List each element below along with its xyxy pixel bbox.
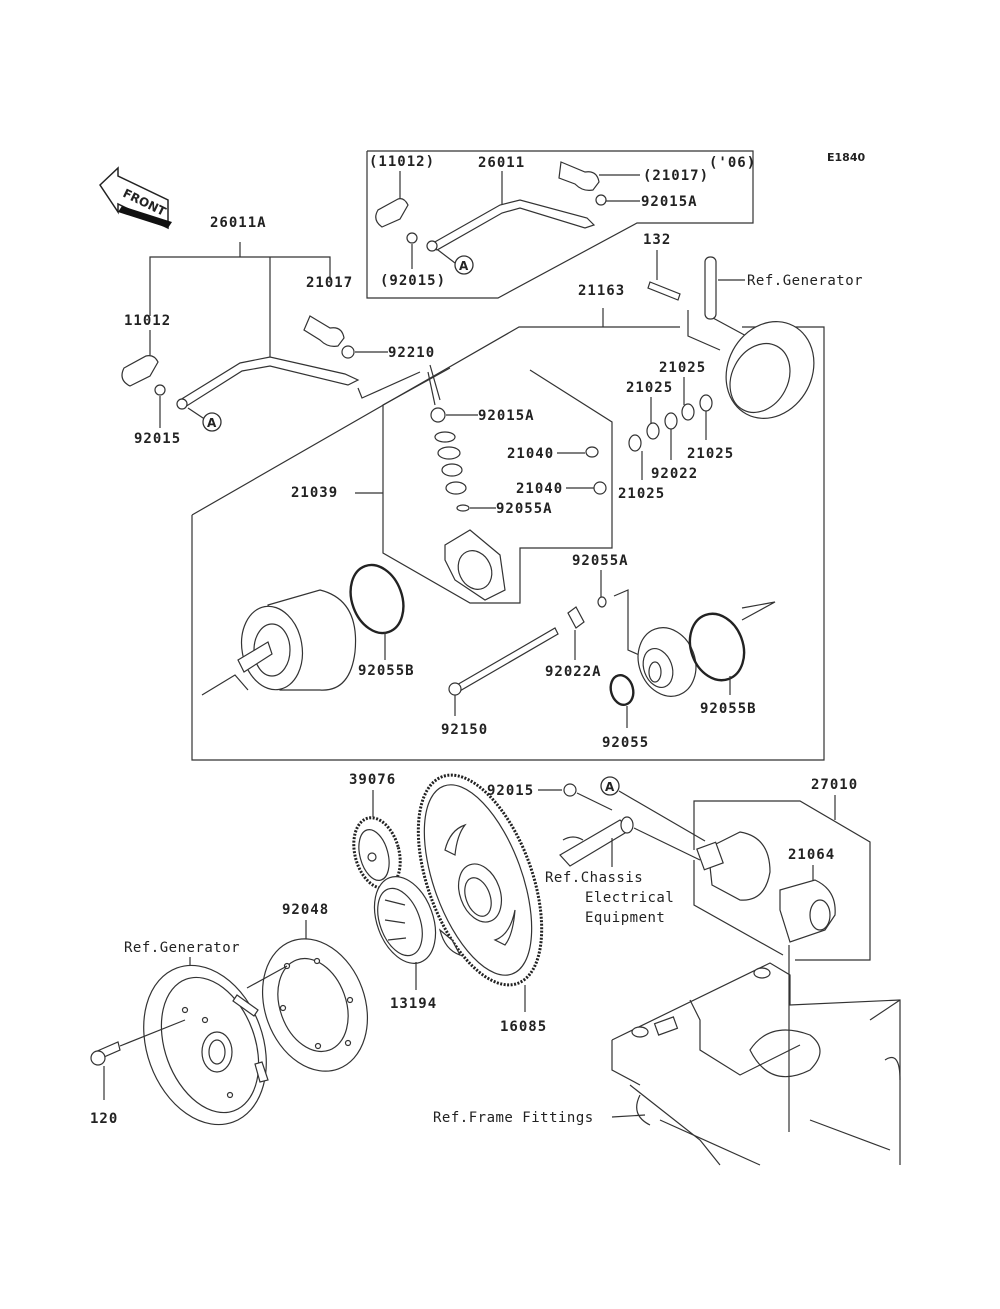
- washers: [628, 394, 713, 452]
- label-92055B-a: 92055B: [358, 663, 415, 679]
- label-92055A-b: 92055A: [572, 553, 629, 569]
- label-92210: 92210: [388, 345, 435, 361]
- label-21025-d: 21025: [618, 486, 665, 502]
- label-92055B-b: 92055B: [700, 701, 757, 717]
- label-92015-top: 92015: [134, 431, 181, 447]
- label-21040-a: 21040: [507, 446, 554, 462]
- brush-spring-21040-b: [593, 481, 607, 495]
- end-cover: [725, 321, 815, 419]
- cable-group-26011A: 26011A 21017 11012 92015 A 92210: [121, 215, 441, 447]
- inset-year-note: ('06): [709, 155, 756, 171]
- nut-92015: [154, 384, 166, 396]
- clutch-plate-92048: 92048: [246, 902, 369, 1072]
- front-arrow-icon: FRONT: [99, 166, 172, 230]
- inset-label-92015: (92015): [380, 273, 446, 289]
- motor-yoke: [201, 589, 357, 696]
- ref-frame-fittings: Ref.Frame Fittings: [433, 1110, 594, 1126]
- ref-generator-bottom: Ref.Generator: [124, 940, 240, 956]
- starter-motor-assembly-21163: 21163 132 Ref.Generator 21025 21025 2102…: [191, 232, 863, 761]
- inset-label-21017: (21017): [643, 168, 709, 184]
- label-92015-mid: 92015: [487, 783, 534, 799]
- label-92022: 92022: [651, 466, 698, 482]
- o-ring-92055B-a: [349, 563, 405, 635]
- generator-rotor: Ref.Generator: [124, 940, 269, 1126]
- inset-label-11012: (11012): [369, 154, 435, 170]
- marker-a-top-text: A: [207, 416, 217, 430]
- label-11012: 11012: [124, 313, 171, 329]
- o-ring-92055: [609, 674, 635, 706]
- o-ring-92055B-b: [688, 612, 746, 682]
- label-21163: 21163: [578, 283, 625, 299]
- inset-cap-21017: [558, 161, 640, 191]
- label-21064: 21064: [788, 847, 835, 863]
- label-39076: 39076: [349, 772, 396, 788]
- label-92055A-a: 92055A: [496, 501, 553, 517]
- label-120: 120: [90, 1111, 118, 1127]
- inset-cable-26011: [426, 171, 596, 264]
- inset-marker-a: A: [454, 255, 474, 275]
- bolt-120: 120: [90, 1019, 186, 1127]
- nut-92210: [341, 345, 355, 359]
- nut-92015-mid: [563, 783, 577, 797]
- o-ring-92055A-b: [597, 596, 607, 608]
- front-cover: [637, 627, 697, 697]
- label-13194: 13194: [390, 996, 437, 1012]
- generator-bracket: [704, 256, 717, 320]
- plate-92022A: [567, 606, 585, 629]
- inset-label-26011: 26011: [478, 155, 525, 171]
- ref-chassis-line2: Electrical: [585, 890, 674, 906]
- label-26011A: 26011A: [210, 215, 267, 231]
- frame-fittings: Ref.Frame Fittings: [433, 945, 901, 1166]
- inset-nut: [406, 232, 418, 269]
- label-21025-b: 21025: [626, 380, 673, 396]
- ref-generator-top: Ref.Generator: [747, 273, 863, 289]
- marker-a-top: [202, 412, 222, 432]
- label-92022A: 92022A: [545, 664, 602, 680]
- idle-gear-39076: 39076: [349, 772, 402, 890]
- label-21039: 21039: [291, 485, 338, 501]
- inset-nut-92015A: [595, 194, 640, 206]
- inset-label-92015A: 92015A: [641, 194, 698, 210]
- ref-chassis-line3: Equipment: [585, 910, 665, 926]
- label-92150: 92150: [441, 722, 488, 738]
- one-way-clutch-13194: 13194: [373, 876, 437, 1012]
- label-92055: 92055: [602, 735, 649, 751]
- label-21040-b: 21040: [516, 481, 563, 497]
- cap-21017: [303, 315, 345, 347]
- label-92015A: 92015A: [478, 408, 535, 424]
- starter-relay-27010: 27010 21064: [693, 777, 871, 961]
- marker-a-mid-text: A: [605, 780, 615, 794]
- label-92048: 92048: [282, 902, 329, 918]
- inset-marker-a-text: A: [459, 259, 469, 273]
- insulator-washers: [434, 431, 467, 495]
- starter-gear-16085: 16085: [416, 773, 547, 1035]
- label-132: 132: [643, 232, 671, 248]
- label-21025-a: 21025: [659, 360, 706, 376]
- inset-2006: (11012) 26011 (21017) ('06) 92015A (9201…: [366, 150, 756, 299]
- brush-spring-21040-a: [585, 446, 599, 458]
- cable-26011A: [179, 356, 360, 408]
- through-bolt-92150: [454, 627, 559, 693]
- label-16085: 16085: [500, 1019, 547, 1035]
- label-21017: 21017: [306, 275, 353, 291]
- chassis-lead-wire: [559, 816, 701, 867]
- ref-chassis-line1: Ref.Chassis: [545, 870, 643, 886]
- label-27010: 27010: [811, 777, 858, 793]
- label-21025-c: 21025: [687, 446, 734, 462]
- terminal-cap-11012: [121, 355, 159, 387]
- nut-92015A: [430, 407, 446, 423]
- diagram-code: E1840: [827, 151, 865, 164]
- o-ring-92055A-a: [456, 504, 470, 512]
- inset-terminal-cap: [375, 198, 409, 228]
- bolt-132: [647, 281, 681, 301]
- marker-a-mid: [600, 776, 620, 796]
